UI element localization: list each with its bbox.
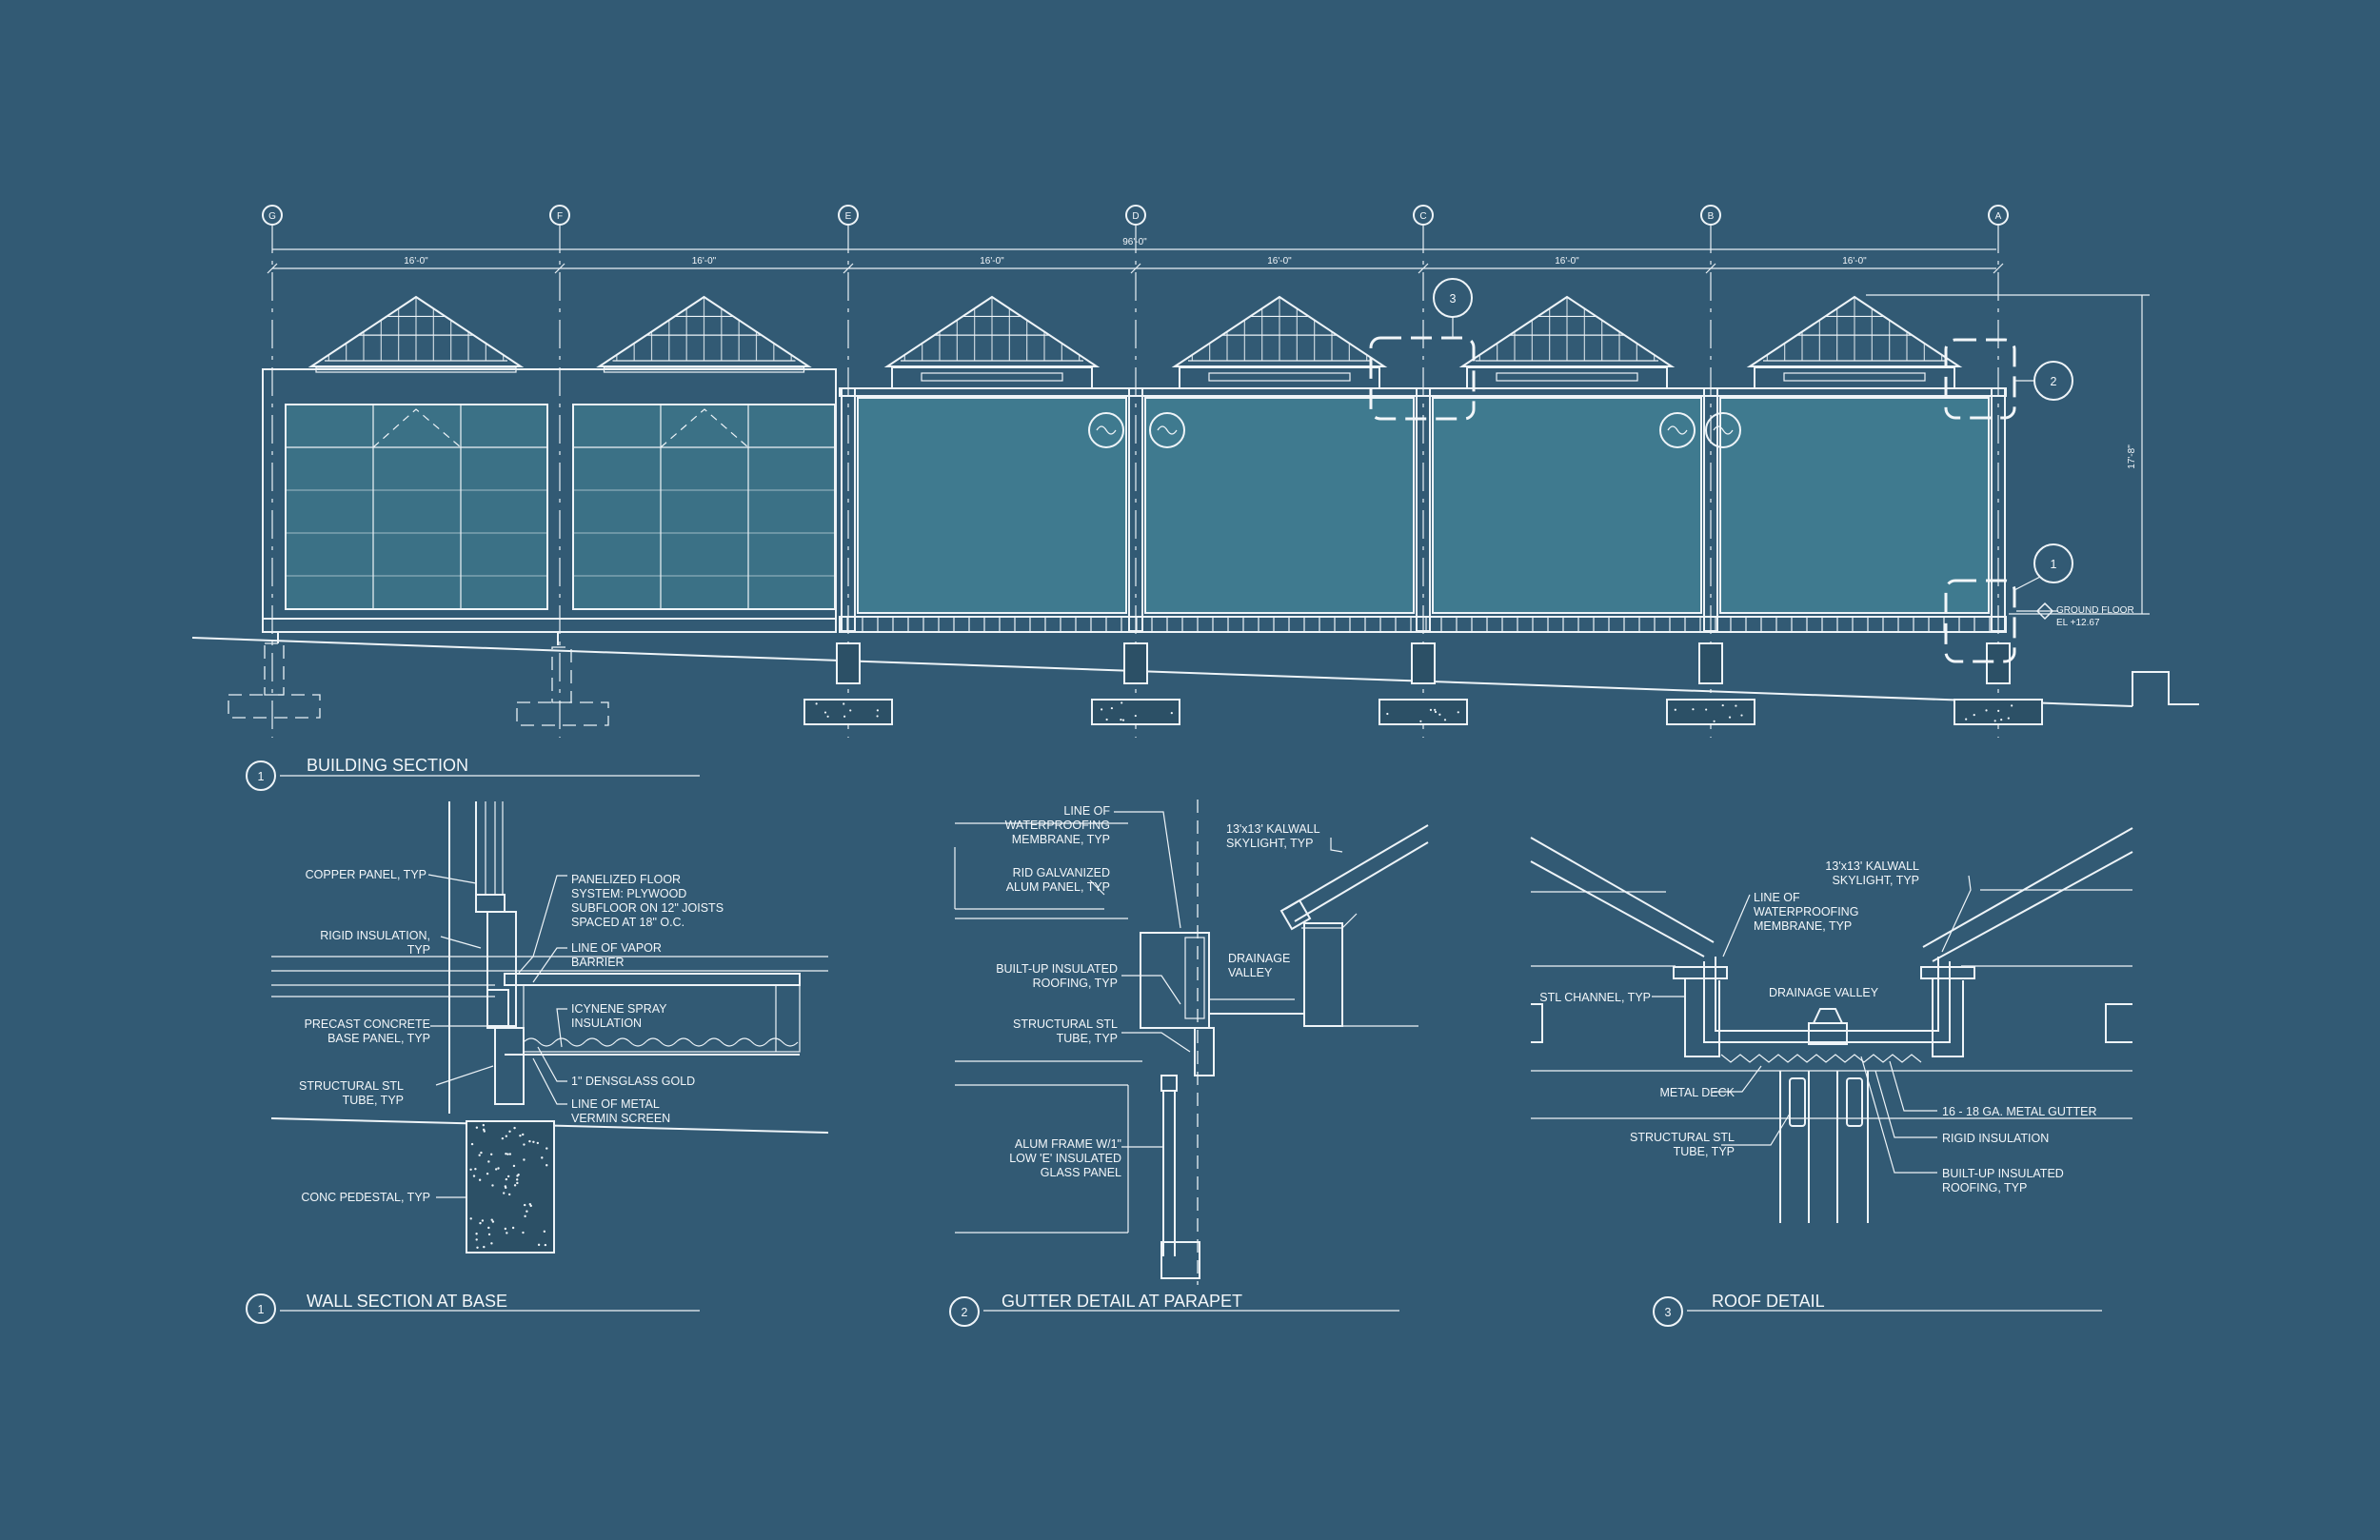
grid-line-c: C — [1413, 205, 1434, 738]
wall-section-detail: COPPER PANEL, TYP RIGID INSULATION,TYP PRE… — [246, 801, 829, 1324]
skylight — [1171, 295, 1388, 389]
roof-detail-title: ROOF DETAIL — [1712, 1292, 1825, 1311]
wall-section-note: CONC PEDESTAL, TYP — [301, 1191, 430, 1204]
grid-bubble-label: D — [1132, 211, 1139, 222]
callout-1-label: 1 — [2051, 558, 2057, 571]
skylight — [883, 295, 1101, 389]
skylight — [1746, 295, 1963, 389]
wall-section-note: RIGID INSULATION,TYP — [320, 929, 430, 957]
grid-bubble-label: B — [1708, 211, 1715, 222]
left-bays — [228, 368, 837, 726]
grid-bubble-label: G — [268, 211, 276, 222]
roof-detail-note: STL CHANNEL, TYP — [1539, 991, 1651, 1004]
grid-bubble-label: F — [557, 211, 563, 222]
grid-line-d: D — [1125, 205, 1146, 738]
roof-detail-note: METAL DECK — [1660, 1086, 1735, 1099]
grid-bubble-label: A — [1995, 211, 2002, 222]
building-section-title: 1 BUILDING SECTION — [246, 756, 700, 791]
grid-line-g: G — [262, 205, 283, 738]
roof-detail-note: DRAINAGE VALLEY — [1769, 986, 1879, 999]
gutter-detail-number: 2 — [962, 1306, 968, 1319]
glazed-panel — [1719, 397, 1990, 614]
roof-detail-note: RIGID INSULATION — [1942, 1132, 2049, 1145]
bay-dimension-label: 16'-0" — [1555, 256, 1579, 267]
grid-line-a: A — [1988, 205, 2009, 738]
right-bays — [803, 387, 2043, 725]
roof-detail-note: 16 - 18 GA. METAL GUTTER — [1942, 1105, 2097, 1118]
height-dimension: 17'-8" — [2127, 444, 2137, 469]
overall-dimension: 96'-0" — [1122, 237, 1147, 247]
ground-floor-elevation: EL +12.67 — [2056, 618, 2100, 628]
ground-floor-marker: GROUND FLOOR EL +12.67 — [2016, 602, 2134, 628]
glazed-panel — [1432, 397, 1702, 614]
detail-callouts: 3 2 1 — [1369, 278, 2073, 663]
skylight — [307, 295, 525, 373]
wall-section-number: 1 — [258, 1303, 265, 1316]
bay-dimension-label: 16'-0" — [404, 256, 428, 267]
wall-section-note: COPPER PANEL, TYP — [306, 868, 426, 881]
callout-2-label: 2 — [2051, 375, 2057, 388]
skylight — [1458, 295, 1676, 389]
building-section-title-text: BUILDING SECTION — [307, 756, 468, 775]
ground-floor-label: GROUND FLOOR — [2056, 605, 2134, 616]
grid-bubble-label: E — [845, 211, 852, 222]
wall-section-title: WALL SECTION AT BASE — [307, 1292, 507, 1311]
wall-section-note: 1" DENSGLASS GOLD — [571, 1075, 695, 1088]
gutter-detail-title: GUTTER DETAIL AT PARAPET — [1002, 1292, 1242, 1311]
roof-skylights — [307, 295, 1963, 389]
site-ground — [191, 637, 2199, 707]
bay-dimension-label: 16'-0" — [692, 256, 717, 267]
skylight — [596, 295, 812, 373]
callout-3-label: 3 — [1450, 292, 1457, 306]
bay-dimension-label: 16'-0" — [1842, 256, 1867, 267]
wall-leaders — [427, 874, 567, 1198]
grid-line-b: B — [1700, 205, 1721, 738]
bay-dimension-label: 16'-0" — [980, 256, 1004, 267]
grid-line-e: E — [838, 205, 859, 738]
dimension-string: 16'-0" 16'-0" 16'-0" 16'-0" 16'-0" 16'-0" 96'… — [267, 237, 2150, 615]
building-section-number: 1 — [258, 770, 265, 783]
roof-detail-number: 3 — [1665, 1306, 1672, 1319]
bay-dimension-label: 16'-0" — [1267, 256, 1292, 267]
glazed-panel — [857, 397, 1127, 614]
glazed-panel — [1144, 397, 1415, 614]
grid-line-f: F — [549, 205, 570, 738]
grid-bubble-label: C — [1419, 211, 1426, 222]
